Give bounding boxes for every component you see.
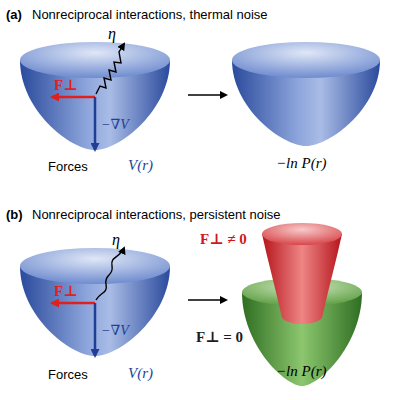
noise-arrow xyxy=(96,248,124,300)
potential-label: V(r) xyxy=(128,158,153,173)
distribution-label: −ln P(r) xyxy=(276,156,327,171)
force-arrow xyxy=(52,96,95,99)
force-arrow xyxy=(52,302,95,305)
distribution-label: −ln P(r) xyxy=(276,364,327,379)
panel-heading: Nonreciprocal interactions, thermal nois… xyxy=(32,8,268,21)
noise-symbol: η xyxy=(112,232,120,248)
panel-letter: (a) xyxy=(6,8,22,21)
transition-arrow xyxy=(188,94,226,96)
potential-label: V(r) xyxy=(128,366,153,381)
potential-bowl xyxy=(20,42,170,150)
gradient-label: −∇V xyxy=(101,118,129,132)
panel-letter: (b) xyxy=(6,208,23,221)
potential-bowl xyxy=(20,248,170,356)
noise-symbol: η xyxy=(108,26,116,42)
gradient-arrow xyxy=(94,303,97,356)
panel-heading: Nonreciprocal interactions, persistent n… xyxy=(32,208,281,221)
distribution-cone xyxy=(262,223,342,324)
gradient-arrow xyxy=(94,97,97,150)
transition-arrow xyxy=(188,299,226,301)
caption-label: Forces xyxy=(48,160,88,173)
force-label: F⊥ xyxy=(54,78,78,93)
force-label: F⊥ xyxy=(54,284,78,299)
gradient-label: −∇V xyxy=(101,324,129,338)
caption-label: Forces xyxy=(48,368,88,381)
condition-label: F⊥ ≠ 0 xyxy=(200,232,247,247)
condition-label: F⊥ = 0 xyxy=(196,330,243,345)
noise-arrow xyxy=(96,44,124,94)
distribution-bowl xyxy=(232,42,380,146)
